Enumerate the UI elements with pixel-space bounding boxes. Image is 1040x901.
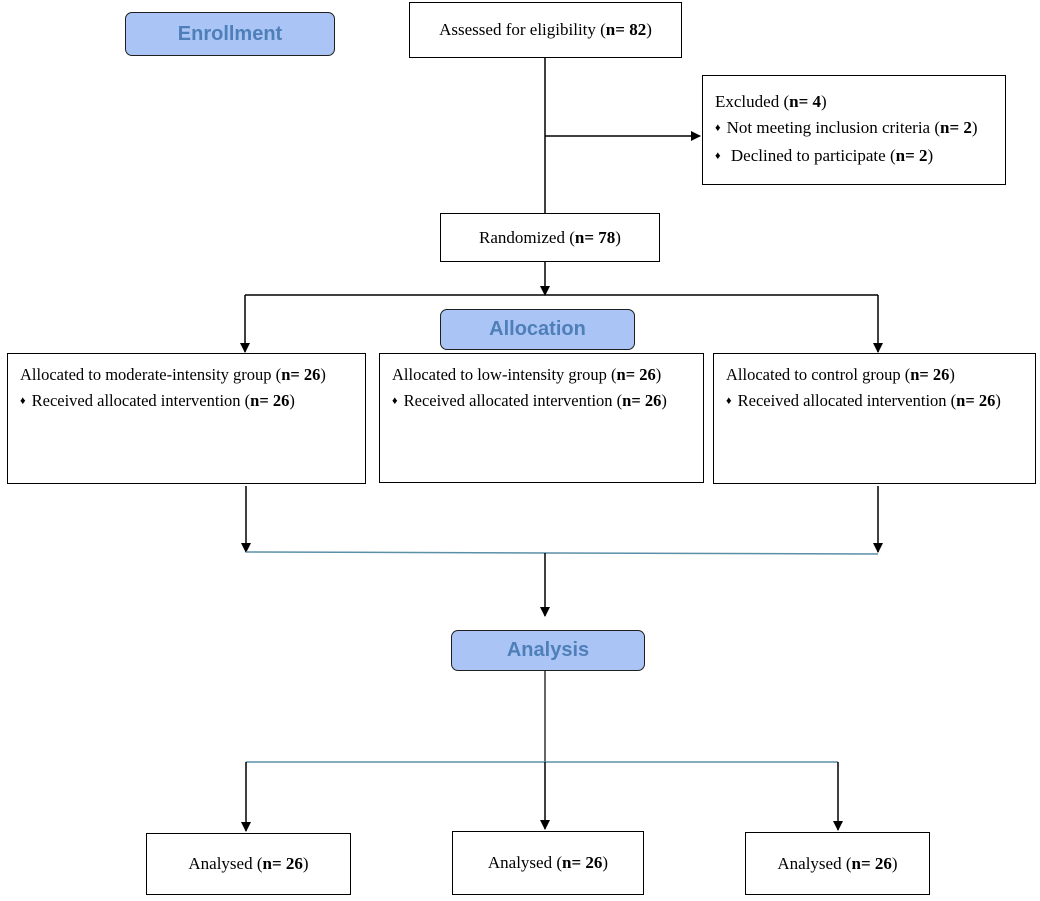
allocation-phase-label: Allocation — [440, 309, 635, 350]
enrollment-phase-label: Enrollment — [125, 12, 335, 56]
group-title: Allocated to low-intensity group (n= 26) — [392, 365, 662, 384]
group-item: ♦Received allocated intervention (n= 26) — [392, 391, 667, 410]
group-title: Allocated to control group (n= 26) — [726, 365, 955, 384]
assessed-text: Assessed for eligibility (n= 82) — [439, 20, 652, 39]
group-box-low: Allocated to low-intensity group (n= 26)… — [379, 353, 704, 483]
group-box-moderate: Allocated to moderate-intensity group (n… — [7, 353, 366, 484]
randomized-text: Randomized (n= 78) — [479, 227, 621, 247]
analysed-box-low: Analysed (n= 26) — [452, 831, 644, 895]
randomized-box: Randomized (n= 78) — [440, 213, 660, 262]
analysed-box-control: Analysed (n= 26) — [745, 832, 930, 895]
assessed-box: Assessed for eligibility (n= 82) — [409, 2, 682, 58]
diamond-bullet-icon: ♦ — [392, 395, 398, 407]
group-title: Allocated to moderate-intensity group (n… — [20, 365, 326, 384]
group-box-control: Allocated to control group (n= 26) ♦Rece… — [713, 353, 1036, 484]
group-item: ♦Received allocated intervention (n= 26) — [726, 391, 1001, 410]
diamond-bullet-icon: ♦ — [726, 395, 732, 407]
excluded-title: Excluded (n= 4) — [715, 92, 827, 111]
join-line-allocation — [245, 551, 879, 555]
diamond-bullet-icon: ♦ — [20, 395, 26, 407]
analysed-box-moderate: Analysed (n= 26) — [146, 833, 351, 895]
diamond-bullet-icon: ♦ — [715, 150, 721, 162]
analysis-phase-label: Analysis — [451, 630, 645, 671]
analysed-text: Analysed (n= 26) — [777, 853, 898, 873]
group-item: ♦Received allocated intervention (n= 26) — [20, 391, 295, 410]
excluded-box: Excluded (n= 4) ♦Not meeting inclusion c… — [702, 75, 1006, 185]
diamond-bullet-icon: ♦ — [715, 122, 721, 134]
excluded-item: ♦Not meeting inclusion criteria (n= 2) — [715, 118, 978, 137]
excluded-item: ♦ Declined to participate (n= 2) — [715, 146, 934, 165]
analysed-text: Analysed (n= 26) — [487, 853, 609, 872]
analysed-text: Analysed (n= 26) — [188, 854, 309, 873]
